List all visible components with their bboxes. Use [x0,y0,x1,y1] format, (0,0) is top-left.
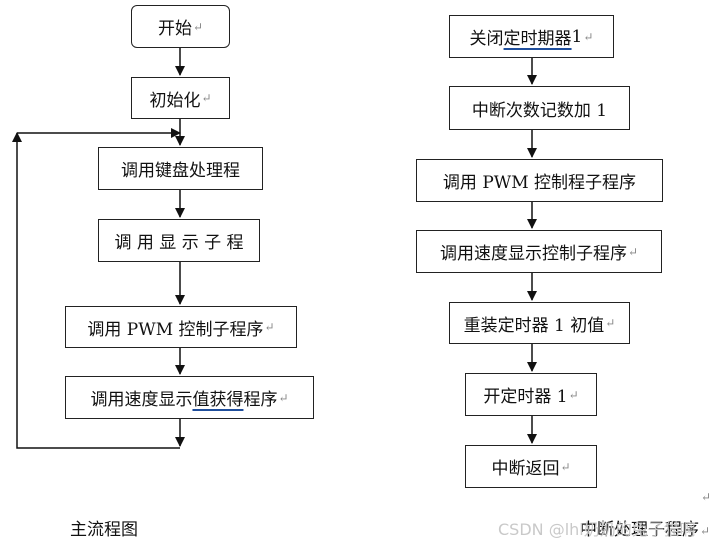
stray-return-mark: ↵ [701,490,712,504]
start-node: 开始↵ [131,5,230,48]
interrupt-flow-caption: 中断处理子程序↵ [580,520,711,540]
return-node: 中断返回↵ [465,445,597,488]
csdn-watermark: CSDN @lhl奶奶的兔子猫啊 [498,520,696,539]
pwm2-node: 调用 PWM 控制程子程序 [416,159,663,202]
count-node: 中断次数记数加 1 [449,86,630,130]
display-node: 调 用 显 示 子 程 [98,219,260,262]
keyboard-node: 调用键盘处理程 [98,147,263,190]
main-flow-caption: 主流程图 [70,520,138,540]
speed2-node: 调用速度显示控制子程序↵ [416,230,662,273]
init-node: 初始化↵ [131,77,230,119]
close-timer-node: 关闭定时期器 1↵ [449,15,614,58]
start-timer-node: 开定时器 1↵ [465,373,597,416]
loop-back-line [12,132,180,449]
pwm-node: 调用 PWM 控制子程序↵ [65,306,297,348]
reload-node: 重装定时器 1 初值↵ [449,302,630,344]
speed-node: 调用速度显示值获得程序↵ [65,376,314,419]
